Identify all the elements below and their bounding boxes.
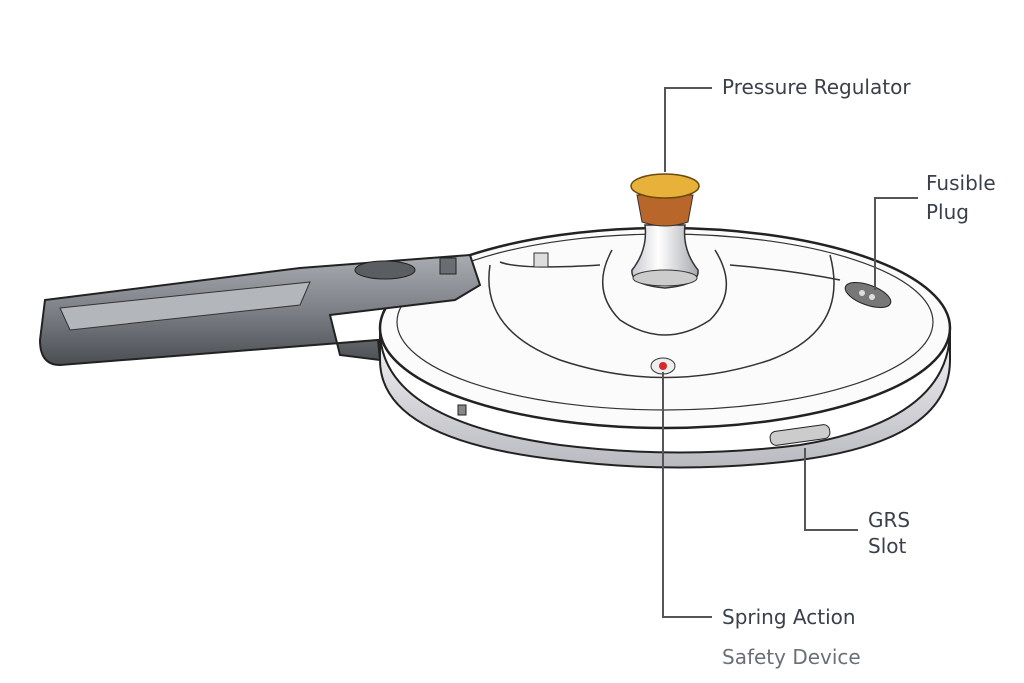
label-slot: Slot xyxy=(868,534,907,558)
label-pressure-regulator: Pressure Regulator xyxy=(722,75,911,99)
leader-lines xyxy=(662,87,918,618)
pressure-regulator xyxy=(630,173,700,289)
handle xyxy=(38,253,482,367)
lid-rim xyxy=(378,226,952,469)
fusible-plug xyxy=(844,282,892,308)
side-notch xyxy=(457,404,467,416)
label-grs: GRS xyxy=(868,508,911,532)
label-fusible: Fusible xyxy=(926,171,996,195)
label-plug: Plug xyxy=(926,200,969,224)
lid-lock-icon xyxy=(533,252,549,268)
label-spring-action: Spring Action xyxy=(722,605,856,629)
grs-slot xyxy=(769,424,831,446)
safety-device xyxy=(650,357,676,375)
label-safety-device: Safety Device xyxy=(722,645,861,669)
